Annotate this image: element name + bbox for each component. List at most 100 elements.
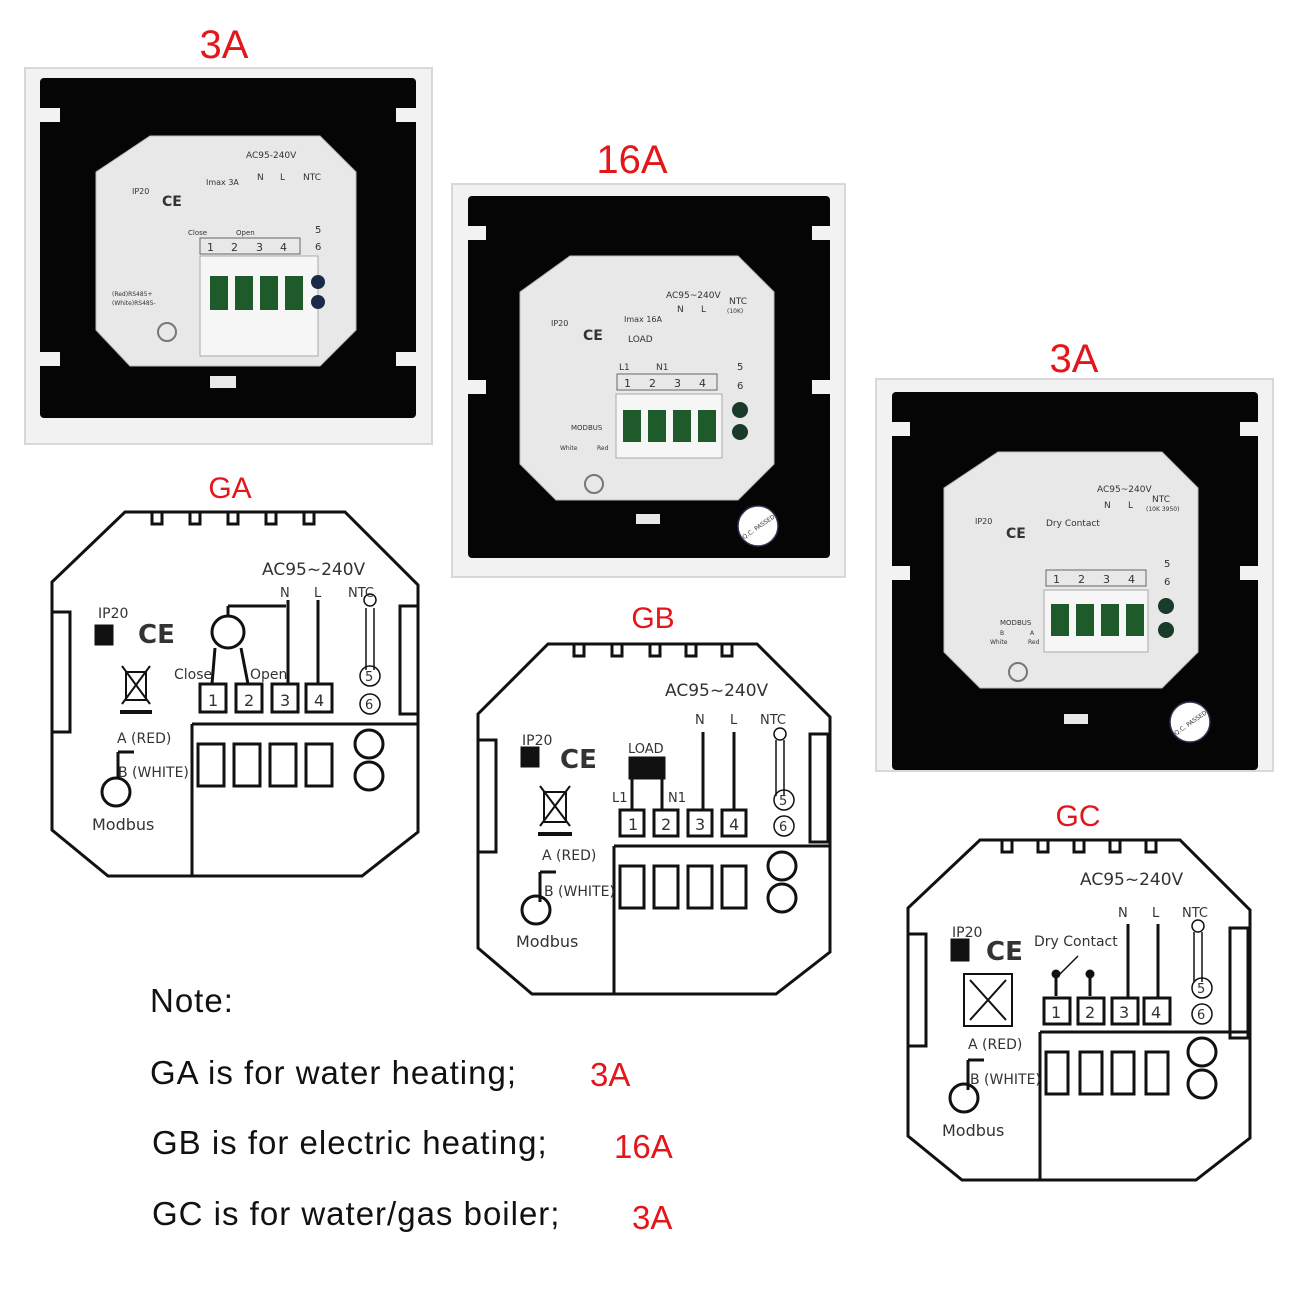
photo-1-ce: CE: [162, 194, 182, 210]
photo-3-ntc: NTC: [1152, 495, 1170, 505]
photo-2-t3: 3: [674, 377, 681, 390]
photo-2-n1: N1: [656, 363, 668, 373]
diagram-gc-l: L: [1152, 906, 1160, 921]
photo-1-t1: 1: [207, 241, 214, 254]
photo-2-t4: 4: [699, 377, 706, 390]
note-ga-current: 3A: [590, 1056, 630, 1093]
photo-16a-unit: 16A AC95~240V Imax 16A N L NTC (10K) IP2…: [451, 138, 846, 578]
photo-3-white: White: [990, 639, 1008, 646]
photo-2-n: N: [677, 305, 684, 315]
diagram-gc-n: N: [1118, 906, 1128, 921]
diagram-gb-t2: 2: [661, 815, 671, 834]
diagram-gc-title: GC: [1056, 800, 1101, 833]
photo-3-t4: 4: [1128, 573, 1135, 586]
photo-1-rs485-plus: (Red)RS485+: [112, 291, 153, 298]
diagram-gb-n: N: [695, 713, 705, 728]
diagram-ga-supply: AC95~240V: [262, 560, 366, 580]
photo-2-n6: 6: [737, 381, 743, 392]
diagram-ga-n6: 6: [365, 698, 373, 713]
photo-3-red: Red: [1028, 639, 1040, 646]
diagram-gb-ce: CE: [560, 745, 597, 775]
photo-3-ce: CE: [1006, 526, 1026, 542]
photo-2-red: Red: [597, 445, 609, 452]
diagram-ga-modbus: Modbus: [92, 815, 154, 834]
diagram-gb: GB AC95~240V N L NTC IP20 CE LOAD L1 N1 …: [476, 602, 832, 996]
diagram-ga-ntc: NTC: [348, 586, 374, 601]
photo-2-n5: 5: [737, 362, 743, 373]
photo-1-n: N: [257, 173, 264, 183]
photo-3-l: L: [1128, 501, 1133, 511]
diagram-ga-l: L: [314, 586, 322, 601]
photo-1-imax: Imax 3A: [206, 178, 239, 187]
diagram-gc-dry-contact: Dry Contact: [1034, 934, 1118, 950]
photo-2-current-label: 16A: [596, 138, 667, 182]
photo-1-l: L: [280, 173, 285, 183]
diagram-ga-n5: 5: [365, 670, 373, 685]
photo-2-ce: CE: [583, 328, 603, 344]
photo-1-close: Close: [188, 229, 207, 237]
diagram-gc-t4: 4: [1151, 1003, 1161, 1022]
photo-1-rs485-minus: (White)RS485-: [112, 300, 156, 307]
photo-1-t2: 2: [231, 241, 238, 254]
photo-3-b: B: [1000, 630, 1004, 637]
photo-3-modbus: MODBUS: [1000, 619, 1032, 627]
photo-3-current-label: 3A: [1050, 337, 1099, 381]
diagram-gb-n6: 6: [779, 820, 787, 835]
note-gc-text: GC is for water/gas boiler;: [152, 1195, 560, 1232]
diagram-ga-t4: 4: [314, 691, 324, 710]
photo-2-ip20: IP20: [551, 319, 568, 328]
diagram-gb-t4: 4: [729, 815, 739, 834]
diagram-gc-n6: 6: [1197, 1008, 1205, 1023]
diagram-gb-b-white: B (WHITE): [544, 884, 615, 900]
note-gb-text: GB is for electric heating;: [152, 1124, 548, 1161]
diagram-gb-l1: L1: [612, 791, 628, 806]
photo-1-t4: 4: [280, 241, 287, 254]
photo-1-supply: AC95-240V: [246, 151, 297, 161]
photo-2-t1: 1: [624, 377, 631, 390]
photo-2-white: White: [560, 445, 578, 452]
photo-2-l: L: [701, 305, 706, 315]
diagram-gc-ntc: NTC: [1182, 906, 1208, 921]
diagram-gb-supply: AC95~240V: [665, 681, 769, 701]
diagram-gb-ip20: IP20: [522, 733, 552, 749]
photo-2-ntc-sub: (10K): [727, 308, 743, 315]
diagram-gc-t1: 1: [1051, 1003, 1061, 1022]
photo-1-open: Open: [236, 229, 255, 237]
diagram-gb-modbus: Modbus: [516, 932, 578, 951]
photo-3-a: A: [1030, 630, 1035, 637]
photo-3-n: N: [1104, 501, 1111, 511]
diagram-ga-title: GA: [208, 472, 251, 505]
diagram-gb-n5: 5: [779, 794, 787, 809]
diagram-gc: GC AC95~240V N L NTC IP20 CE Dry Contact…: [906, 800, 1252, 1182]
photo-2-ntc: NTC: [729, 297, 747, 307]
diagram-gc-ce: CE: [986, 937, 1023, 967]
diagram-gb-t3: 3: [695, 815, 705, 834]
diagram-ga-t2: 2: [244, 691, 254, 710]
photo-2-modbus: MODBUS: [571, 424, 603, 432]
diagram-gc-t3: 3: [1119, 1003, 1129, 1022]
photo-1-n5: 5: [315, 225, 321, 236]
photo-3a-gc-unit: 3A AC95~240V N L NTC (10K 3950) IP20 CE …: [875, 337, 1274, 772]
diagram-gb-t1: 1: [628, 815, 638, 834]
diagram-ga-t3: 3: [280, 691, 290, 710]
note-gb-current: 16A: [614, 1128, 673, 1165]
note-ga-text: GA is for water heating;: [150, 1054, 517, 1091]
photo-3-n6: 6: [1164, 577, 1170, 588]
diagram-gb-n1: N1: [668, 791, 686, 806]
diagram-gc-modbus: Modbus: [942, 1121, 1004, 1140]
diagram-ga-n: N: [280, 586, 290, 601]
notes-title: Note:: [150, 982, 234, 1019]
photo-2-supply: AC95~240V: [666, 291, 721, 301]
photo-1-current-label: 3A: [200, 23, 249, 67]
diagram-gc-ip20: IP20: [952, 925, 982, 941]
diagram-gc-b-white: B (WHITE): [970, 1072, 1041, 1088]
notes: Note: GA is for water heating; 3A GB is …: [150, 982, 673, 1236]
diagram-ga-ip20: IP20: [98, 606, 128, 622]
photo-3a-unit: 3A AC95-240V Imax 3A N L NTC IP20 CE Clo…: [24, 23, 433, 445]
diagram-gb-load: LOAD: [628, 742, 664, 757]
diagram-gc-n5: 5: [1197, 982, 1205, 997]
diagram-ga-open: Open: [250, 667, 287, 683]
diagram-gb-l: L: [730, 713, 738, 728]
diagram-ga-b-white: B (WHITE): [118, 765, 189, 781]
